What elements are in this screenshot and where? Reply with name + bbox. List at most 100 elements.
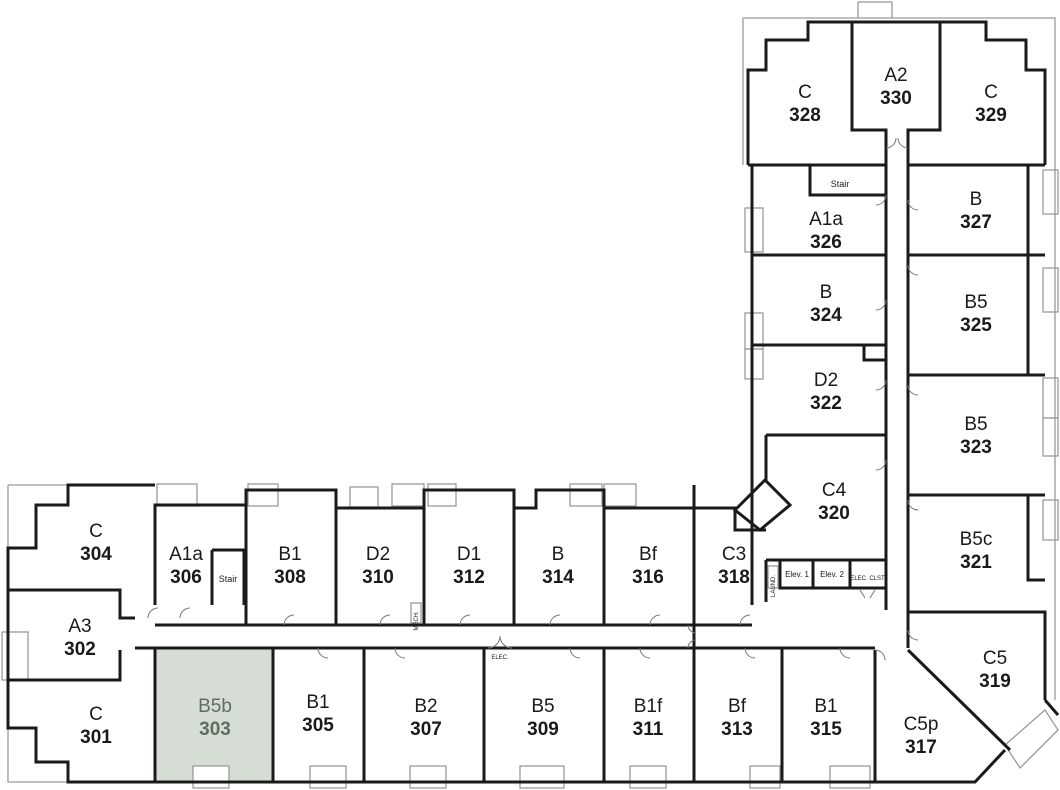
unit-number-label: 309 — [527, 719, 559, 740]
unit-number-label: 320 — [818, 503, 850, 524]
unit-number-label: 318 — [718, 567, 750, 588]
mech-label: MECH. — [414, 611, 420, 631]
unit-type-label: C — [984, 82, 998, 103]
unit-type-label: A3 — [68, 616, 91, 637]
unit-number-label: 304 — [80, 544, 112, 565]
unit-type-label: C — [89, 704, 103, 725]
elevator-2-label: Elev. 2 — [820, 570, 844, 579]
unit-number-label: 312 — [453, 567, 485, 588]
unit-number-label: 329 — [975, 105, 1007, 126]
unit-type-label: A1a — [169, 544, 203, 565]
unit-type-label: A1a — [809, 209, 843, 230]
elec-closet-label: ELEC. CLST. — [850, 576, 886, 582]
unit-number-label: 311 — [633, 719, 664, 740]
unit-number-label: 325 — [960, 315, 992, 336]
unit-type-label: B5c — [960, 529, 993, 550]
unit-number-label: 308 — [274, 567, 306, 588]
unit-number-label: 326 — [810, 232, 842, 253]
unit-number-label: 314 — [542, 567, 574, 588]
unit-type-label: B5 — [531, 696, 554, 717]
unit-type-label: B5 — [964, 292, 987, 313]
unit-303-highlight — [155, 649, 273, 782]
unit-number-label: 315 — [810, 719, 842, 740]
unit-type-label: D2 — [366, 544, 390, 565]
unit-type-label: C — [89, 521, 103, 542]
unit-type-label: B — [552, 544, 565, 565]
unit-type-label: C5p — [904, 714, 939, 735]
unit-number-label: 302 — [64, 639, 96, 660]
unit-number-label: 328 — [789, 105, 821, 126]
unit-number-label: 303 — [199, 719, 231, 740]
unit-type-label: B2 — [414, 696, 437, 717]
unit-number-label: 317 — [905, 737, 937, 758]
stair-west-label: Stair — [219, 574, 238, 584]
unit-type-label: B1 — [306, 692, 329, 713]
unit-type-label: Bf — [639, 544, 658, 565]
unit-type-label: B — [820, 282, 833, 303]
unit-type-label: C4 — [822, 480, 847, 501]
stair-north-label: Stair — [831, 179, 850, 189]
unit-number-label: 321 — [960, 552, 992, 573]
unit-number-label: 322 — [810, 393, 842, 414]
unit-type-label: C — [798, 82, 812, 103]
doors — [147, 137, 919, 661]
unit-number-label: 313 — [721, 719, 753, 740]
elevator-1-label: Elev. 1 — [785, 570, 809, 579]
utility-labels: Stair Stair Elev. 1 Elev. 2 ELEC. CLST. … — [219, 179, 886, 661]
unit-type-label: B1 — [814, 696, 837, 717]
unit-type-label: C3 — [722, 544, 746, 565]
unit-number-label: 316 — [632, 567, 664, 588]
unit-number-label: 310 — [362, 567, 394, 588]
unit-type-label: Bf — [728, 696, 747, 717]
unit-number-label: 307 — [410, 719, 442, 740]
unit-type-label: B5 — [964, 414, 987, 435]
walls — [6, 20, 1060, 784]
unit-number-label: 330 — [880, 88, 912, 109]
unit-type-label: D1 — [457, 544, 481, 565]
unit-type-label: A2 — [884, 65, 907, 86]
unit-number-label: 327 — [960, 212, 992, 233]
unit-number-label: 324 — [810, 305, 842, 326]
unit-type-label: B1 — [278, 544, 301, 565]
unit-type-label: B — [970, 189, 983, 210]
unit-number-label: 305 — [302, 715, 334, 736]
unit-number-label: 301 — [80, 727, 112, 748]
elec-corridor-label: ELEC. — [491, 655, 509, 661]
unit-type-label: B5b — [198, 696, 232, 717]
laundry-label: LAUND. — [771, 575, 777, 597]
unit-number-label: 323 — [960, 437, 992, 458]
unit-type-label: C5 — [983, 648, 1007, 669]
